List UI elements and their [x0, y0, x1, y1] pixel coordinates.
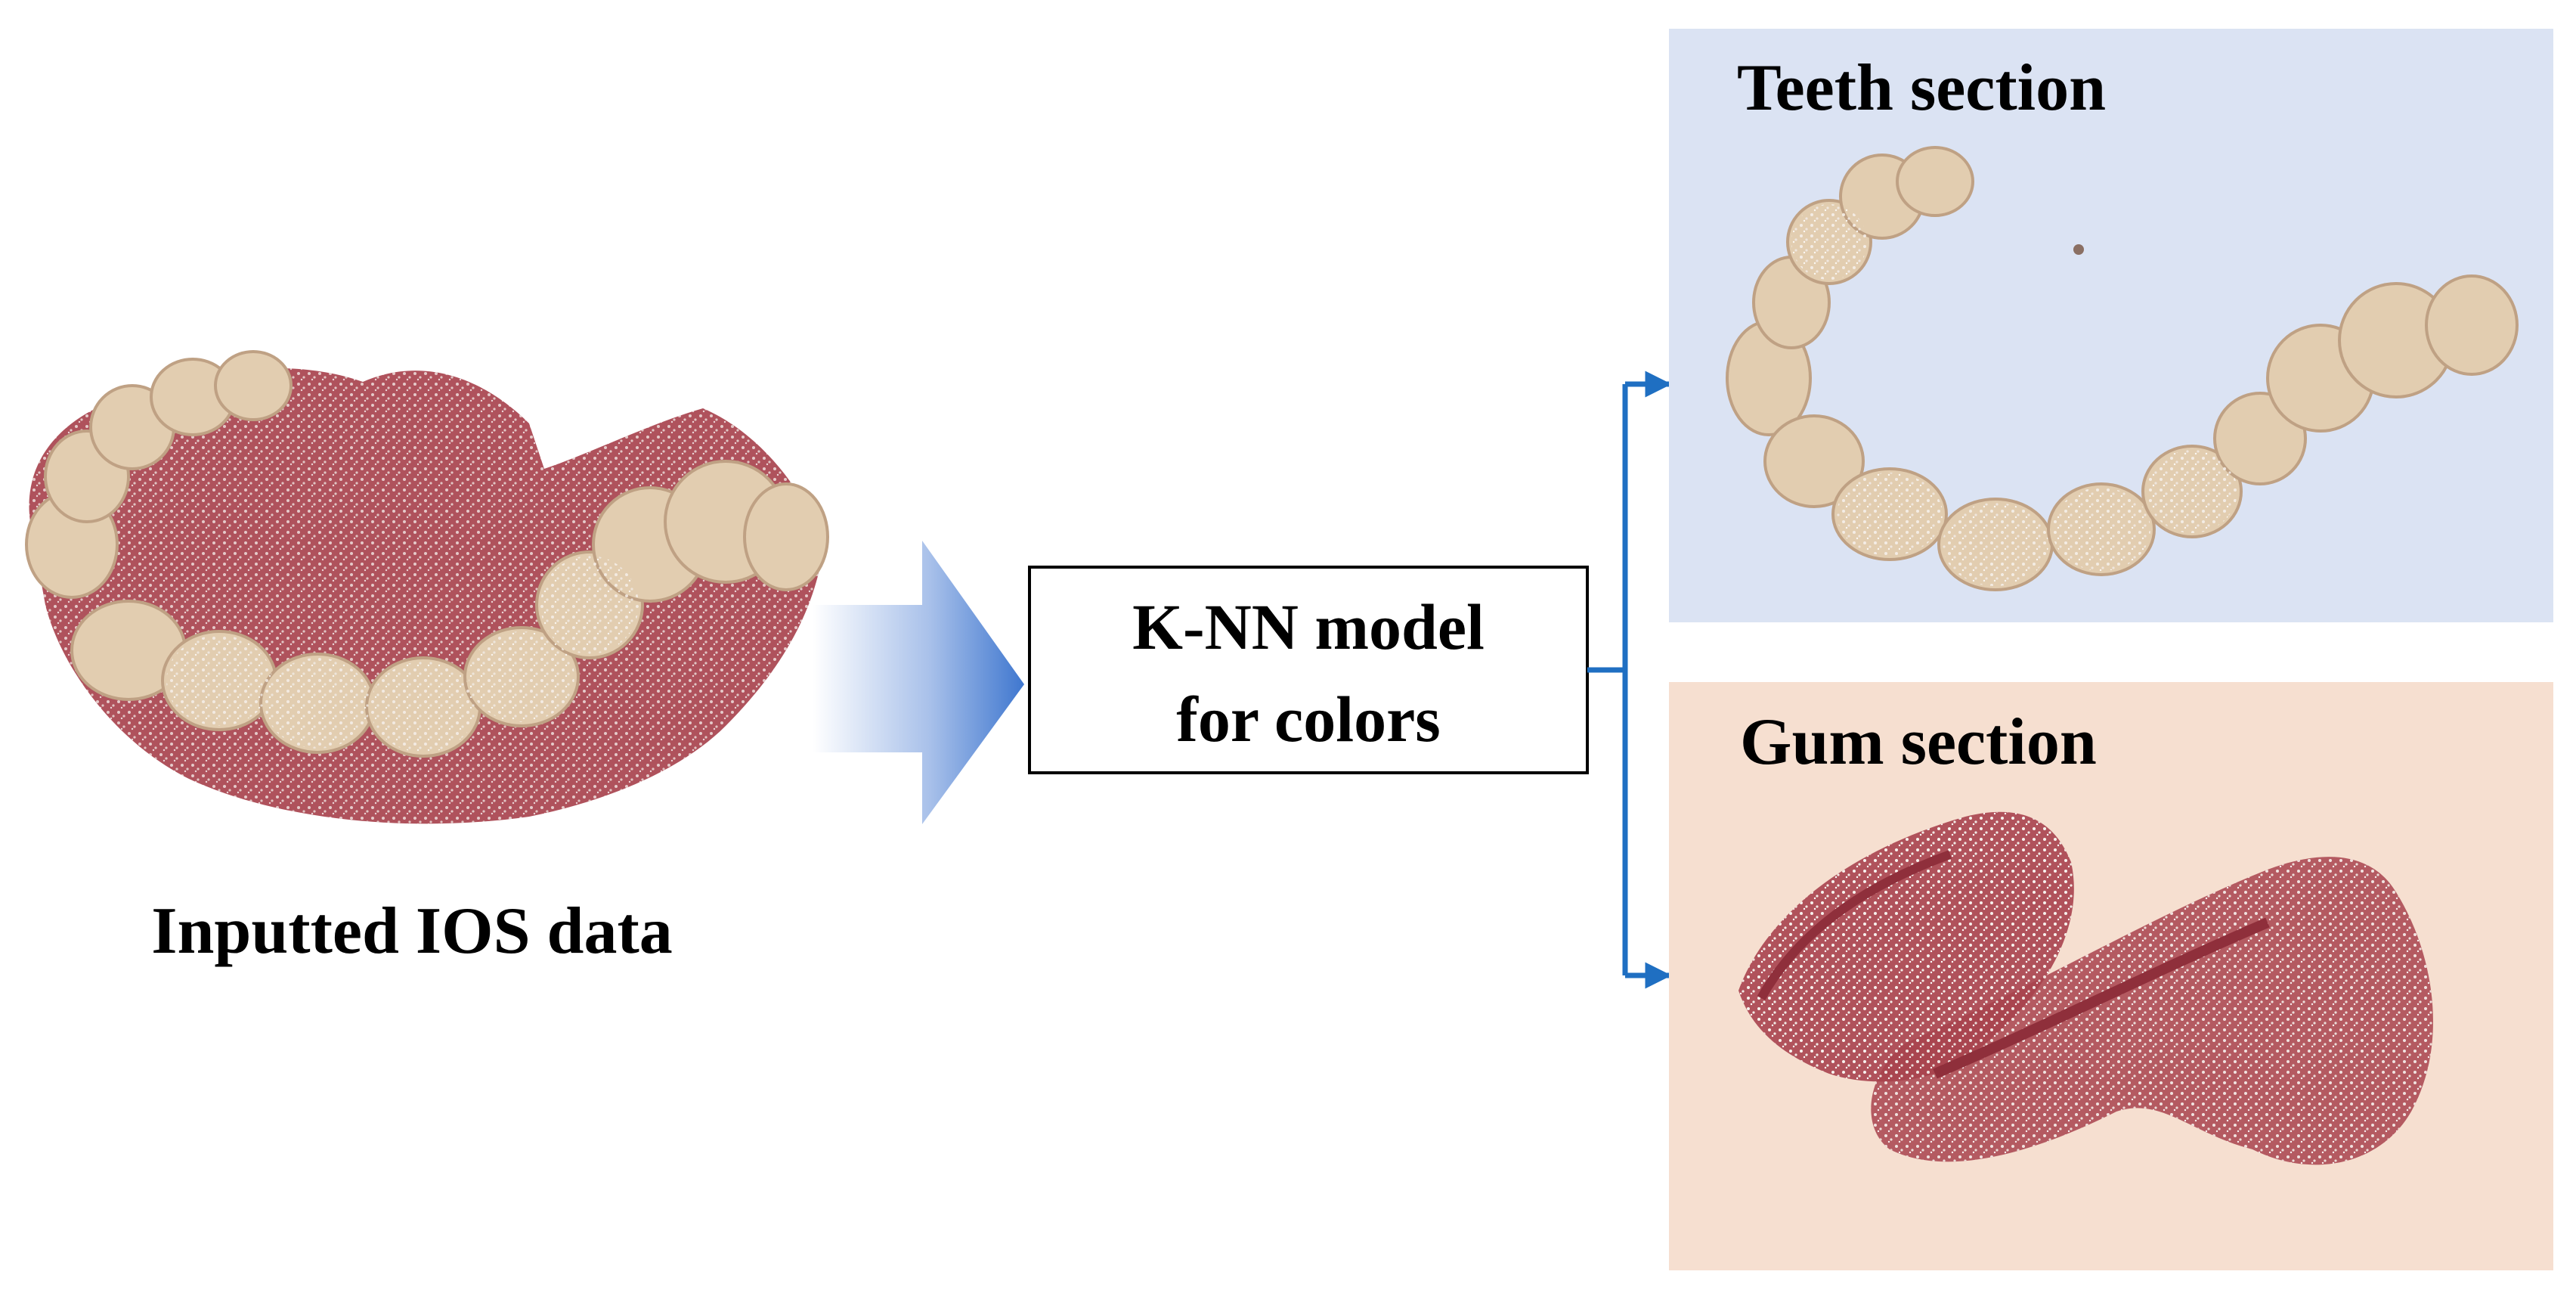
- input-label: Inputted IOS data: [151, 895, 673, 968]
- gum-segment-image: [1738, 811, 2433, 1165]
- gum-label: Gum section: [1740, 705, 2097, 779]
- model-box: [1028, 566, 1589, 774]
- branch-connector: [1587, 371, 1672, 989]
- ios-scan-image: [25, 350, 829, 824]
- model-label-line1: K-NN model: [1132, 591, 1485, 663]
- process-arrow: [813, 541, 1024, 824]
- teeth-segment-image: [1726, 146, 2519, 591]
- teeth-label: Teeth section: [1737, 51, 2106, 125]
- model-label-line2: for colors: [1176, 683, 1440, 755]
